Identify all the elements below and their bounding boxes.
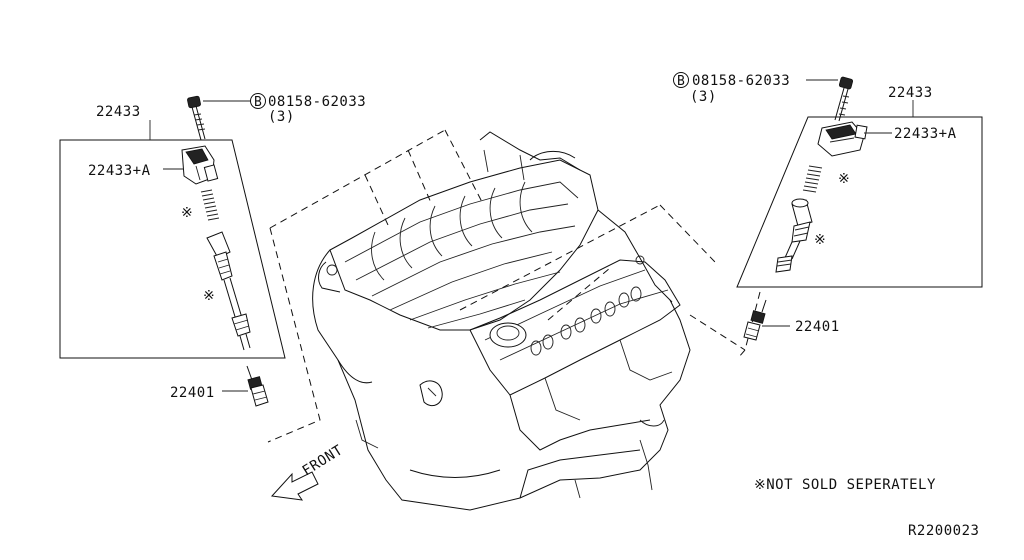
left-spring-mark: ※ bbox=[181, 205, 193, 221]
right-bolt-symbol-ring bbox=[673, 72, 689, 88]
right-spark-plug bbox=[743, 299, 767, 341]
front-arrow-icon bbox=[270, 471, 319, 501]
left-boot bbox=[206, 231, 251, 351]
front-indicator: FRONT bbox=[270, 442, 346, 501]
dashed-guides bbox=[267, 129, 761, 443]
right-coil-group-label: 22433 bbox=[888, 85, 933, 101]
right-bolt-qty-label: (3) bbox=[690, 89, 717, 105]
right-coil-head bbox=[817, 121, 868, 157]
left-coil-group: 22433 B 08158-62033 (3) 22433+A ※ ※ 2240… bbox=[59, 93, 366, 407]
right-bolt bbox=[834, 76, 854, 122]
left-bolt-symbol: B bbox=[254, 95, 262, 110]
right-bolt-part-label: 08158-62033 bbox=[692, 73, 790, 89]
right-bolt-symbol: B bbox=[677, 74, 685, 89]
left-bolt-symbol-ring bbox=[250, 93, 266, 109]
left-group-frame bbox=[59, 139, 286, 359]
front-label: FRONT bbox=[300, 442, 346, 479]
left-boot-mark: ※ bbox=[203, 288, 215, 304]
left-bolt bbox=[187, 95, 206, 141]
left-coil-group-label: 22433 bbox=[96, 104, 141, 120]
right-boot bbox=[775, 198, 813, 273]
right-coil-a-label: 22433+A bbox=[894, 126, 957, 142]
left-spark-plug bbox=[246, 365, 269, 407]
right-spring bbox=[802, 165, 823, 193]
left-coil-head bbox=[181, 145, 219, 185]
right-group-frame bbox=[736, 116, 983, 288]
left-bolt-part-label: 08158-62033 bbox=[268, 94, 366, 110]
left-bolt-qty-label: (3) bbox=[268, 109, 295, 125]
right-coil-group: B 08158-62033 (3) 22433 22433+A ※ ※ 2240… bbox=[673, 72, 983, 341]
right-spark-plug-label: 22401 bbox=[795, 319, 840, 335]
left-spark-plug-label: 22401 bbox=[170, 385, 215, 401]
engine-illustration bbox=[312, 131, 691, 511]
left-coil-a-label: 22433+A bbox=[88, 163, 151, 179]
right-boot-mark: ※ bbox=[814, 232, 826, 248]
reference-code: R2200023 bbox=[908, 523, 979, 539]
left-spring bbox=[200, 189, 220, 221]
not-sold-separately-note: ※NOT SOLD SEPERATELY bbox=[754, 477, 936, 493]
right-spring-mark: ※ bbox=[838, 171, 850, 187]
